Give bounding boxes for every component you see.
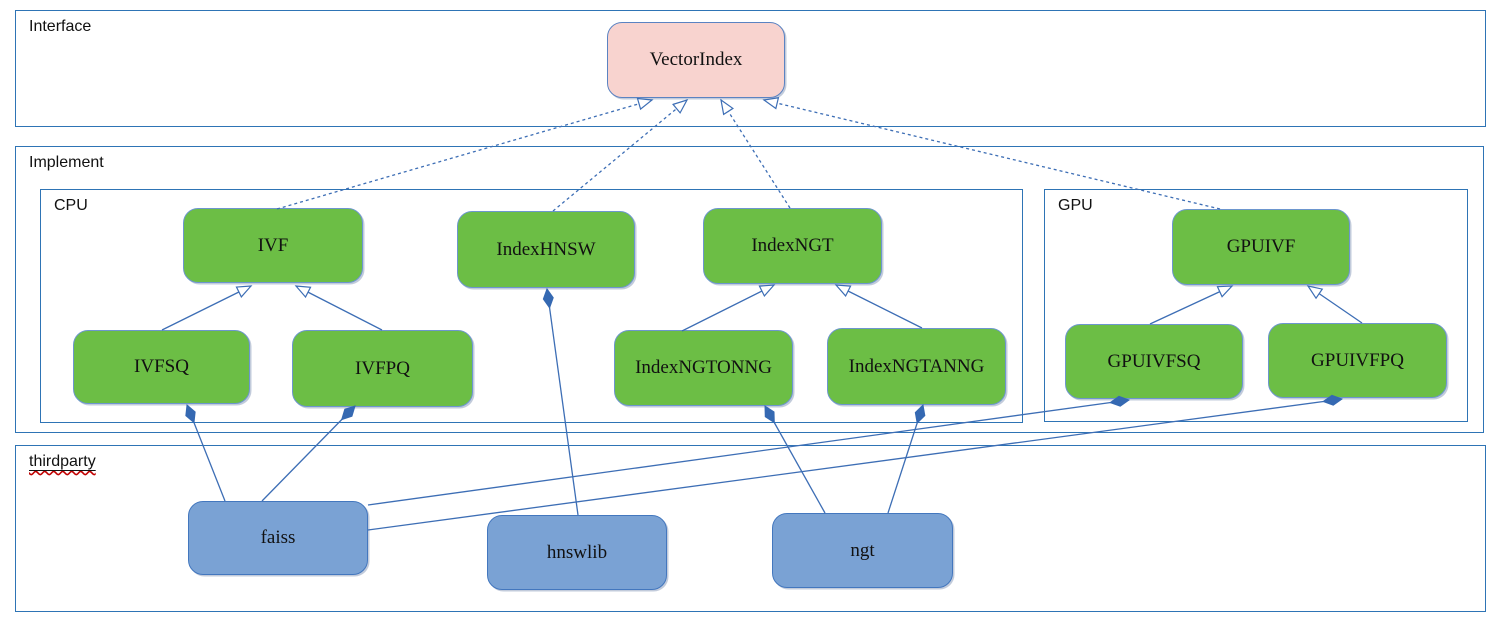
node-ivf[interactable]: IVF — [183, 208, 363, 283]
node-label: GPUIVFSQ — [1107, 350, 1201, 372]
node-indexngtonng[interactable]: IndexNGTONNG — [614, 330, 793, 406]
node-ngt[interactable]: ngt — [772, 513, 953, 588]
node-indexngt[interactable]: IndexNGT — [703, 208, 882, 284]
group-label-thirdparty: thirdparty — [29, 453, 96, 471]
node-label: GPUIVF — [1226, 236, 1296, 257]
node-indexngtanng[interactable]: IndexNGTANNG — [827, 328, 1006, 405]
node-label: faiss — [260, 527, 296, 548]
node-label: IndexNGTANNG — [848, 355, 985, 377]
node-label: IVFPQ — [355, 357, 410, 379]
node-ivfsq[interactable]: IVFSQ — [73, 330, 250, 404]
node-label: IndexNGT — [751, 235, 834, 256]
node-vectorindex[interactable]: VectorIndex — [607, 22, 785, 98]
node-gpuivf[interactable]: GPUIVF — [1172, 209, 1350, 285]
group-label-cpu: CPU — [54, 197, 88, 214]
group-label-interface: Interface — [29, 18, 92, 35]
node-label: ngt — [850, 539, 875, 561]
group-label-text: thirdparty — [29, 453, 96, 470]
node-label: VectorIndex — [649, 49, 743, 70]
group-label-gpu: GPU — [1058, 197, 1093, 214]
node-gpuivfsq[interactable]: GPUIVFSQ — [1065, 324, 1243, 399]
node-label: IVF — [257, 234, 289, 256]
node-label: IndexHNSW — [496, 238, 596, 260]
node-gpuivfpq[interactable]: GPUIVFPQ — [1268, 323, 1447, 398]
node-label: GPUIVFPQ — [1311, 349, 1404, 371]
node-ivfpq[interactable]: IVFPQ — [292, 330, 473, 407]
node-label: IVFSQ — [134, 356, 189, 377]
node-faiss[interactable]: faiss — [188, 501, 368, 575]
node-label: hnswlib — [546, 541, 608, 563]
group-label-implement: Implement — [29, 154, 104, 171]
node-label: IndexNGTONNG — [635, 357, 772, 378]
node-indexhnsw[interactable]: IndexHNSW — [457, 211, 635, 288]
node-hnswlib[interactable]: hnswlib — [487, 515, 667, 590]
